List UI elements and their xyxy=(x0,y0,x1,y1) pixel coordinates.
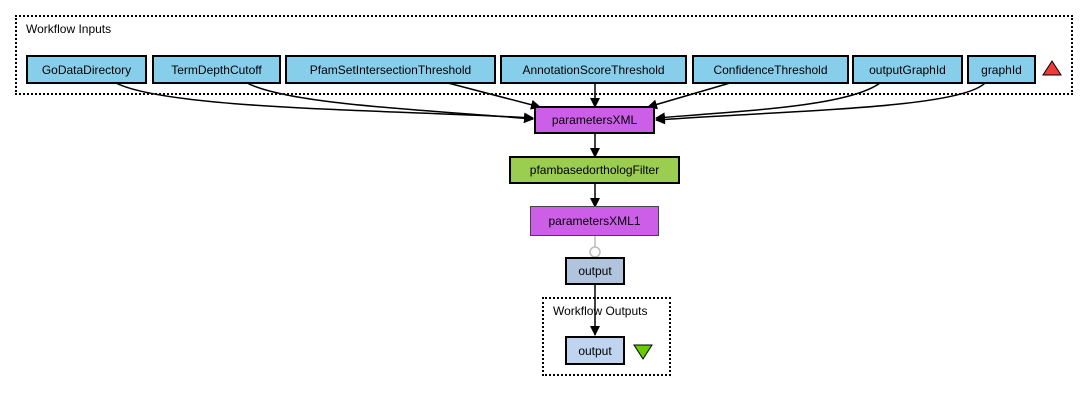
processor-parametersxml[interactable]: parametersXML xyxy=(534,106,655,134)
edge-termdepthcutoff-parametersxml xyxy=(246,82,534,124)
input-annotationscorethreshold[interactable]: AnnotationScoreThreshold xyxy=(500,55,687,84)
input-confidencethreshold[interactable]: ConfidenceThreshold xyxy=(692,55,849,84)
input-graphid[interactable]: graphId xyxy=(967,55,1036,84)
workflow-output-output[interactable]: output xyxy=(565,336,625,365)
triangle-up-icon xyxy=(1042,60,1062,76)
port-circle xyxy=(589,246,601,258)
triangle-down-icon xyxy=(633,344,653,360)
processor-pfambasedorthologfilter[interactable]: pfambasedorthologFilter xyxy=(509,156,680,184)
edge-pfamsetintersection-parametersxml xyxy=(447,82,541,110)
output-port[interactable]: output xyxy=(565,257,625,285)
edge-confidence-parametersxml xyxy=(647,82,731,110)
input-termdepthcutoff[interactable]: TermDepthCutoff xyxy=(152,55,281,84)
input-pfamsetintersectionthreshold[interactable]: PfamSetIntersectionThreshold xyxy=(285,55,496,84)
workflow-inputs-title: Workflow Inputs xyxy=(26,22,112,36)
workflow-outputs-title: Workflow Outputs xyxy=(553,304,648,318)
edge-outputgraphid-parametersxml xyxy=(655,82,881,123)
input-godatadirectory[interactable]: GoDataDirectory xyxy=(26,55,147,84)
edge-graphid-parametersxml xyxy=(655,82,986,125)
workflow-inputs-cluster xyxy=(15,15,1073,95)
processor-parametersxml1[interactable]: parametersXML1 xyxy=(530,206,659,236)
workflow-outputs-cluster xyxy=(542,297,671,376)
input-outputgraphid[interactable]: outputGraphId xyxy=(852,55,963,84)
